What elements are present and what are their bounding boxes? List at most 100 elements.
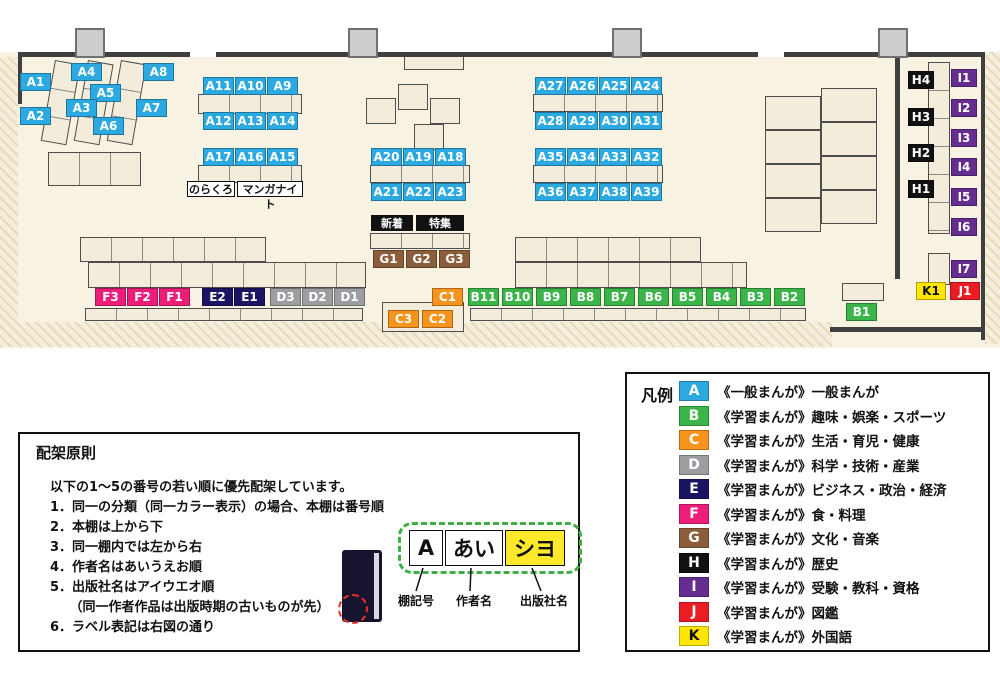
shelf-label-I4: I4 xyxy=(951,158,977,176)
legend-label: 《一般まんが》一般まんが xyxy=(717,385,879,401)
principles-item: 6．ラベル表記は右図の通り xyxy=(50,620,216,635)
pillar xyxy=(878,28,908,58)
shelf-label-A38: A38 xyxy=(599,183,630,201)
shelf-label-A29: A29 xyxy=(567,112,598,130)
shelf-label-D3: D3 xyxy=(270,288,301,306)
shelf-label-A25: A25 xyxy=(599,77,630,95)
shelf-label-A1: A1 xyxy=(20,73,51,91)
shelf xyxy=(765,198,821,232)
legend-row-J: J《学習まんが》図鑑 xyxy=(679,601,947,622)
shelf-label-B1: B1 xyxy=(846,303,877,321)
legend-chip-J: J xyxy=(679,601,709,622)
shelf-label-A14: A14 xyxy=(267,112,298,130)
shelf xyxy=(515,237,701,262)
shelf xyxy=(765,130,821,164)
shelf xyxy=(414,124,444,150)
shelf-label-B10: B10 xyxy=(502,288,533,306)
shelf-label-C3: C3 xyxy=(388,310,419,328)
shelf-label-D2: D2 xyxy=(302,288,333,306)
shelf-label-A10: A10 xyxy=(235,77,266,95)
shelf-label-A8: A8 xyxy=(143,63,174,81)
hatch-area xyxy=(985,52,1000,344)
shelf-label-I7: I7 xyxy=(951,260,977,278)
shelf-label-B11: B11 xyxy=(468,288,499,306)
legend-chip-H: H xyxy=(679,552,709,573)
shelf-label-B2: B2 xyxy=(774,288,805,306)
pointer-author: 作者名 xyxy=(456,594,493,608)
shelf-label-F2: F2 xyxy=(127,288,158,306)
shelf-label-B8: B8 xyxy=(570,288,601,306)
shelf-label-B6: B6 xyxy=(638,288,669,306)
shelf xyxy=(404,56,464,70)
legend-label: 《学習まんが》生活・育児・健康 xyxy=(717,434,920,450)
shelf xyxy=(198,94,302,114)
shelf-label-A18: A18 xyxy=(435,148,466,166)
shelf xyxy=(821,122,877,156)
shelf-label-B4: B4 xyxy=(706,288,737,306)
principles-item: 4．作者名はあいうえお順 xyxy=(50,560,203,575)
shelf xyxy=(821,190,877,224)
shelf xyxy=(821,88,877,122)
wall xyxy=(895,57,900,279)
map-tag-特集: 特集 xyxy=(416,215,464,231)
shelf-label-A30: A30 xyxy=(599,112,630,130)
shelf-label-H3: H3 xyxy=(908,108,934,126)
map-tag-マンガナイト: マンガナイト xyxy=(237,181,303,211)
legend-label: 《学習まんが》文化・音楽 xyxy=(717,532,879,548)
pillar xyxy=(612,28,642,58)
shelf-label-A26: A26 xyxy=(567,77,598,95)
principles-intro: 以下の1〜5の番号の若い順に優先配架しています。 xyxy=(50,480,353,495)
legend-row-I: I《学習まんが》受験・教科・資格 xyxy=(679,577,947,597)
shelf-label-A22: A22 xyxy=(403,183,434,201)
wall xyxy=(981,52,985,340)
shelf-label-A27: A27 xyxy=(535,77,566,95)
legend-label: 《学習まんが》受験・教科・資格 xyxy=(717,581,920,597)
legend-label: 《学習まんが》科学・技術・産業 xyxy=(717,458,920,475)
shelf xyxy=(430,98,460,124)
shelf-label-A13: A13 xyxy=(235,112,266,130)
legend-chip-D: D xyxy=(679,454,709,475)
legend-chip-G: G xyxy=(679,528,709,548)
shelf-label-A12: A12 xyxy=(203,112,234,130)
book-pages xyxy=(374,553,379,619)
legend-row-B: B《学習まんが》趣味・娯楽・スポーツ xyxy=(679,405,947,426)
principles-title: 配架原則 xyxy=(36,444,97,462)
wall-gap xyxy=(190,52,216,57)
label-example: A あい シヨ xyxy=(398,522,582,574)
shelf-label-A4: A4 xyxy=(71,63,102,81)
legend-label: 《学習まんが》趣味・娯楽・スポーツ xyxy=(717,409,947,426)
shelf xyxy=(370,165,470,183)
shelf-label-G1: G1 xyxy=(373,250,404,268)
legend-label: 《学習まんが》外国語 xyxy=(717,630,852,646)
shelf-label-H2: H2 xyxy=(908,144,934,162)
principles-item: （同一作者作品は出版時期の古いものが先） xyxy=(50,600,330,615)
principles-item: 2．本棚は上から下 xyxy=(50,520,164,535)
shelf-label-I5: I5 xyxy=(951,188,977,206)
pillar xyxy=(348,28,378,58)
shelf-label-A35: A35 xyxy=(535,148,566,166)
shelf-label-B5: B5 xyxy=(672,288,703,306)
shelf-label-A3: A3 xyxy=(66,99,97,117)
shelf-label-F3: F3 xyxy=(95,288,126,306)
legend-row-C: C《学習まんが》生活・育児・健康 xyxy=(679,430,947,450)
label-example-shelf-code: A xyxy=(409,530,443,566)
legend-title: 凡例 xyxy=(641,386,674,405)
shelf xyxy=(765,96,821,130)
shelf-label-A20: A20 xyxy=(371,148,402,166)
shelf-label-I2: I2 xyxy=(951,99,977,117)
shelf xyxy=(765,164,821,198)
principles-item: 1．同一の分類（同一カラー表示）の場合、本棚は番号順 xyxy=(50,500,385,515)
shelf xyxy=(88,262,366,288)
wall xyxy=(18,52,984,57)
legend-chip-K: K xyxy=(679,626,709,646)
shelf xyxy=(515,262,747,288)
map-tag-のらくろ: のらくろ xyxy=(187,181,235,197)
shelf-label-A19: A19 xyxy=(403,148,434,166)
shelf-label-A9: A9 xyxy=(267,77,298,95)
legend-label: 《学習まんが》食・料理 xyxy=(717,507,866,524)
shelf-label-A7: A7 xyxy=(136,99,167,117)
shelf-label-A6: A6 xyxy=(93,117,124,135)
